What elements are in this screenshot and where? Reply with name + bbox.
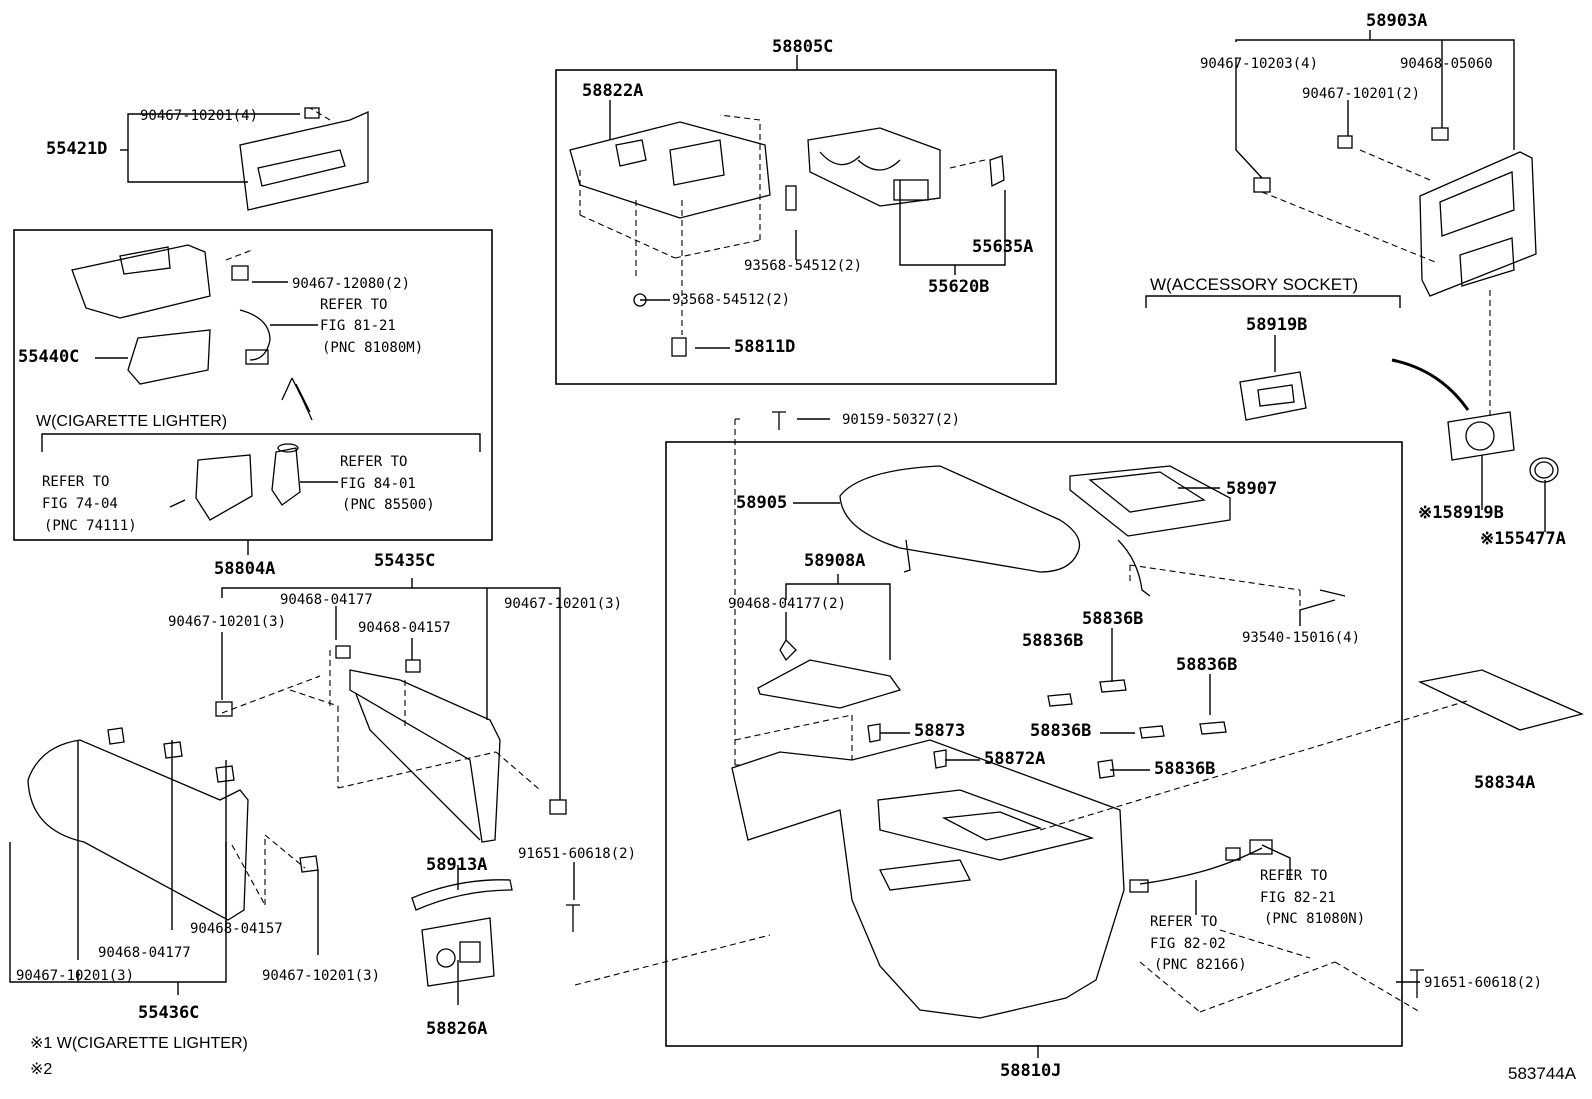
part-58836B-2: 58836B	[1022, 631, 1084, 651]
part-93540-15016-4: 93540-15016(4)	[1242, 630, 1361, 646]
part-58905: 58905	[736, 493, 788, 513]
refer-82-02-line3: (PNC 82166)	[1154, 957, 1247, 973]
part-158919B: ※158919B	[1418, 503, 1504, 523]
w-accessory-socket-label: W(ACCESSORY SOCKET)	[1150, 275, 1359, 294]
part-58908A: 58908A	[804, 551, 866, 571]
part-90467-10201-3-left: 90467-10201(3)	[168, 614, 287, 630]
part-90467-10201-3-right: 90467-10201(3)	[504, 596, 623, 612]
part-58804A: 58804A	[214, 559, 276, 579]
part-93568-54512-2a: 93568-54512(2)	[744, 258, 863, 274]
part-58810J: 58810J	[1000, 1061, 1062, 1081]
part-58903A: 58903A	[1366, 11, 1428, 31]
refer-74-04-line2: FIG 74-04	[42, 496, 118, 512]
part-91651-60618-2-left: 91651-60618(2)	[518, 846, 637, 862]
footnote-1: ※1 W(CIGARETTE LIGHTER)	[30, 1035, 248, 1052]
refer-82-02-line2: FIG 82-02	[1150, 936, 1226, 952]
part-90468-04157-top: 90468-04157	[358, 620, 451, 636]
dashed-lines	[221, 107, 1491, 1013]
part-90467-10201-3-bottom-right: 90467-10201(3)	[262, 968, 381, 984]
part-90468-04177-2: 90468-04177(2)	[728, 596, 847, 612]
part-90467-12080-2: 90467-12080(2)	[292, 276, 411, 292]
refer-82-21-line1: REFER TO	[1260, 868, 1328, 884]
refer-84-01-line3: (PNC 85500)	[342, 497, 435, 513]
part-58873: 58873	[914, 721, 966, 741]
part-58836B-4: 58836B	[1030, 721, 1092, 741]
footnote-2: ※2	[30, 1061, 53, 1078]
part-55435C: 55435C	[374, 551, 436, 571]
refer-81-21-line1: REFER TO	[320, 297, 388, 313]
part-90467-10201-4: 90467-10201(4)	[140, 108, 259, 124]
part-58834A: 58834A	[1474, 773, 1536, 793]
part-91651-60618-2-right: 91651-60618(2)	[1424, 975, 1543, 991]
figure-code: 583744A	[1508, 1064, 1577, 1083]
part-58907: 58907	[1226, 479, 1278, 499]
refer-82-02-line1: REFER TO	[1150, 914, 1218, 930]
part-58805C: 58805C	[772, 37, 834, 57]
frames	[13, 69, 1403, 1047]
part-90468-04157-bottom: 90468-04157	[190, 921, 283, 937]
refer-82-21-line3: (PNC 81080N)	[1264, 911, 1366, 927]
refer-81-21-line3: (PNC 81080M)	[322, 340, 424, 356]
part-58872A: 58872A	[984, 749, 1046, 769]
part-55436C: 55436C	[138, 1003, 200, 1023]
part-58836B-5: 58836B	[1154, 759, 1216, 779]
part-90159-50327-2: 90159-50327(2)	[842, 412, 961, 428]
part-55421D: 55421D	[46, 139, 108, 159]
refer-84-01-line1: REFER TO	[340, 454, 408, 470]
part-90467-10201-3-bottom-left: 90467-10201(3)	[16, 968, 135, 984]
part-90467-10203-4: 90467-10203(4)	[1200, 56, 1319, 72]
w-cigarette-lighter-label: W(CIGARETTE LIGHTER)	[36, 413, 228, 430]
part-55635A: 55635A	[972, 237, 1034, 257]
part-58811D: 58811D	[734, 337, 796, 357]
part-58836B-3: 58836B	[1176, 655, 1238, 675]
refer-74-04-line3: (PNC 74111)	[44, 518, 137, 534]
refer-82-21-line2: FIG 82-21	[1260, 890, 1336, 906]
part-90468-05060: 90468-05060	[1400, 56, 1493, 72]
part-58826A: 58826A	[426, 1019, 488, 1039]
part-outlines	[27, 107, 1584, 1019]
part-55620B: 55620B	[928, 277, 990, 297]
part-155477A: ※155477A	[1480, 529, 1566, 549]
part-58822A: 58822A	[582, 81, 644, 101]
part-90468-04177-bottom: 90468-04177	[98, 945, 191, 961]
part-55440C: 55440C	[18, 347, 80, 367]
part-93568-54512-2b: 93568-54512(2)	[672, 292, 791, 308]
refer-81-21-line2: FIG 81-21	[320, 318, 396, 334]
leader-lines	[9, 30, 1546, 1058]
refer-74-04-line1: REFER TO	[42, 474, 110, 490]
part-58919B: 58919B	[1246, 315, 1308, 335]
part-58913A: 58913A	[426, 855, 488, 875]
part-90468-04177-top: 90468-04177	[280, 592, 373, 608]
part-90467-10201-2: 90467-10201(2)	[1302, 86, 1421, 102]
part-58836B-1: 58836B	[1082, 609, 1144, 629]
refer-84-01-line2: FIG 84-01	[340, 476, 416, 492]
